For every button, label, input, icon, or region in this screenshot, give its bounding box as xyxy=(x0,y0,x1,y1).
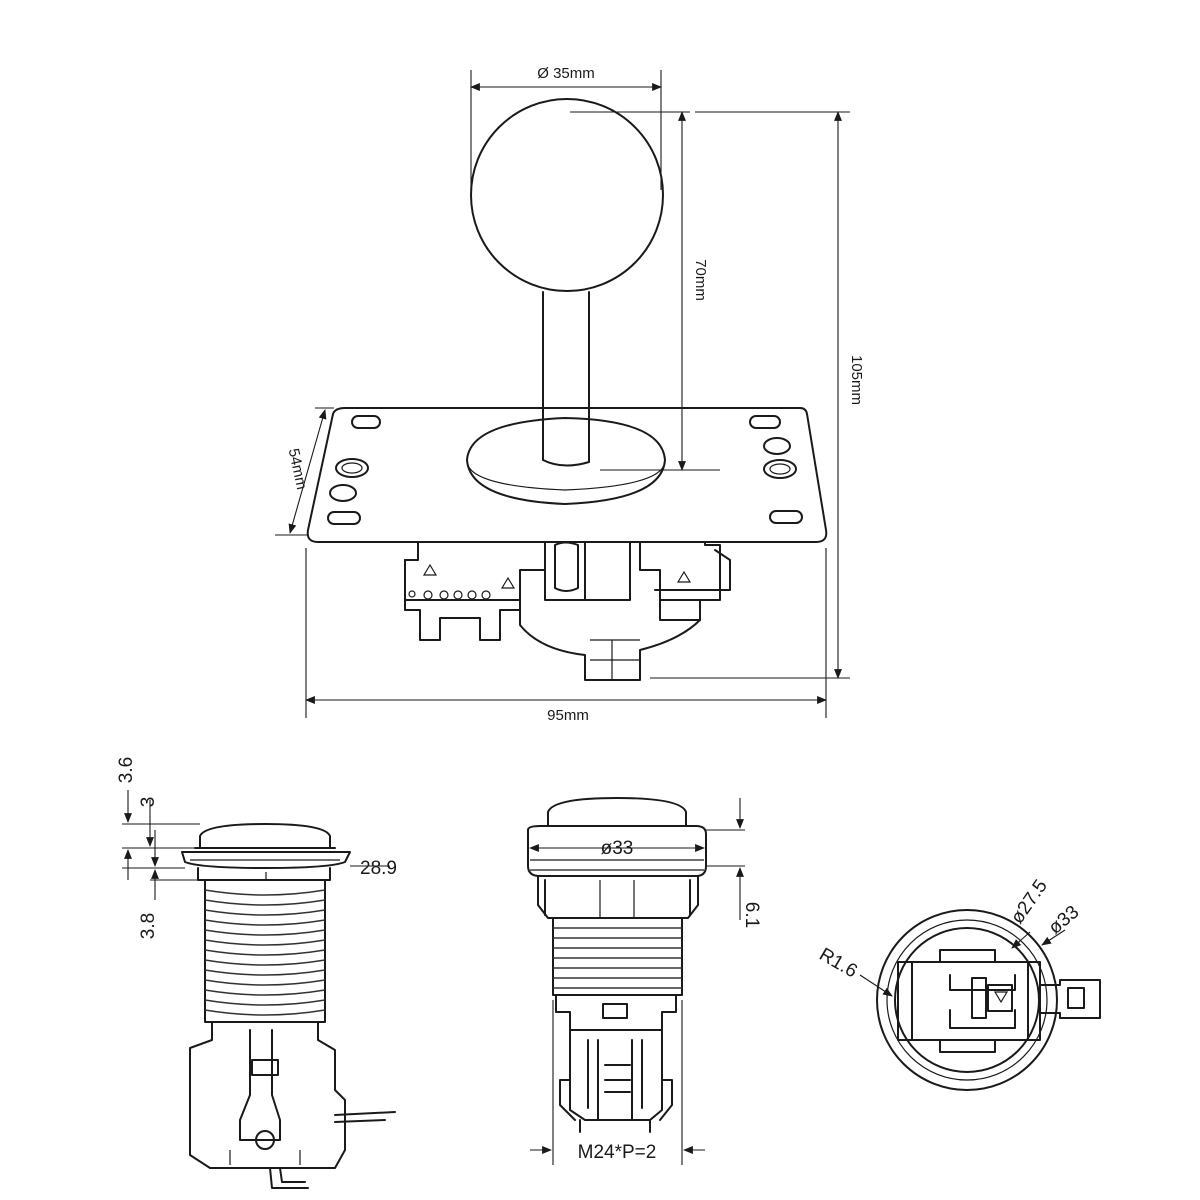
button-front-view: ø33 6.1 M24*P=2 xyxy=(527,797,762,1165)
flange-height-label: 3.8 xyxy=(138,913,159,939)
front-thread-lines xyxy=(553,927,682,989)
flange-width-label: 28.9 xyxy=(360,858,397,879)
microswitch xyxy=(189,1021,346,1169)
plate-holes-right xyxy=(749,415,803,524)
cap-gap-label: 3 xyxy=(138,797,159,808)
button-flange xyxy=(181,851,351,869)
mounting-plate xyxy=(306,407,828,543)
outer-diameter-label: ø33 xyxy=(1045,902,1084,939)
total-height-label: 105mm xyxy=(848,355,865,405)
button-thread xyxy=(204,879,326,1023)
dust-washer xyxy=(466,417,666,505)
front-diameter-label: ø33 xyxy=(601,838,634,859)
plate-depth-label: 54mm xyxy=(285,447,310,491)
thread-lines xyxy=(204,889,326,1016)
joystick-mechanism xyxy=(404,541,731,681)
radius-label: R1.6 xyxy=(816,944,861,982)
button-bottom-view: ø27.5 ø33 R1.6 xyxy=(816,876,1101,1091)
joystick-ball xyxy=(470,98,664,292)
dim-plate-depth: 54mm xyxy=(275,407,334,536)
dim-shaft-height: 70mm xyxy=(570,111,720,471)
plate-width-label: 95mm xyxy=(547,707,589,724)
ball-diameter-label: Ø 35mm xyxy=(537,65,595,82)
button-side-view: 3.6 3 28.9 3.8 xyxy=(116,757,397,1189)
inner-diameter-label: ø27.5 xyxy=(1007,876,1052,928)
dim-ball-diameter: Ø 35mm xyxy=(470,65,662,190)
bezel-height-label: 6.1 xyxy=(741,902,762,928)
thread-label: M24*P=2 xyxy=(578,1142,657,1163)
dim-plate-width: 95mm xyxy=(305,548,827,724)
plate-holes-left xyxy=(327,415,381,525)
joystick-drawing: Ø 35mm 70mm 105mm 54mm 95mm xyxy=(275,65,865,724)
cap-height-label: 3.6 xyxy=(116,757,137,783)
front-thread xyxy=(552,917,683,996)
switch-contacts xyxy=(408,563,516,600)
joystick-shaft xyxy=(542,291,590,467)
shaft-height-label: 70mm xyxy=(692,259,709,301)
dim-total-height: 105mm xyxy=(650,111,865,679)
